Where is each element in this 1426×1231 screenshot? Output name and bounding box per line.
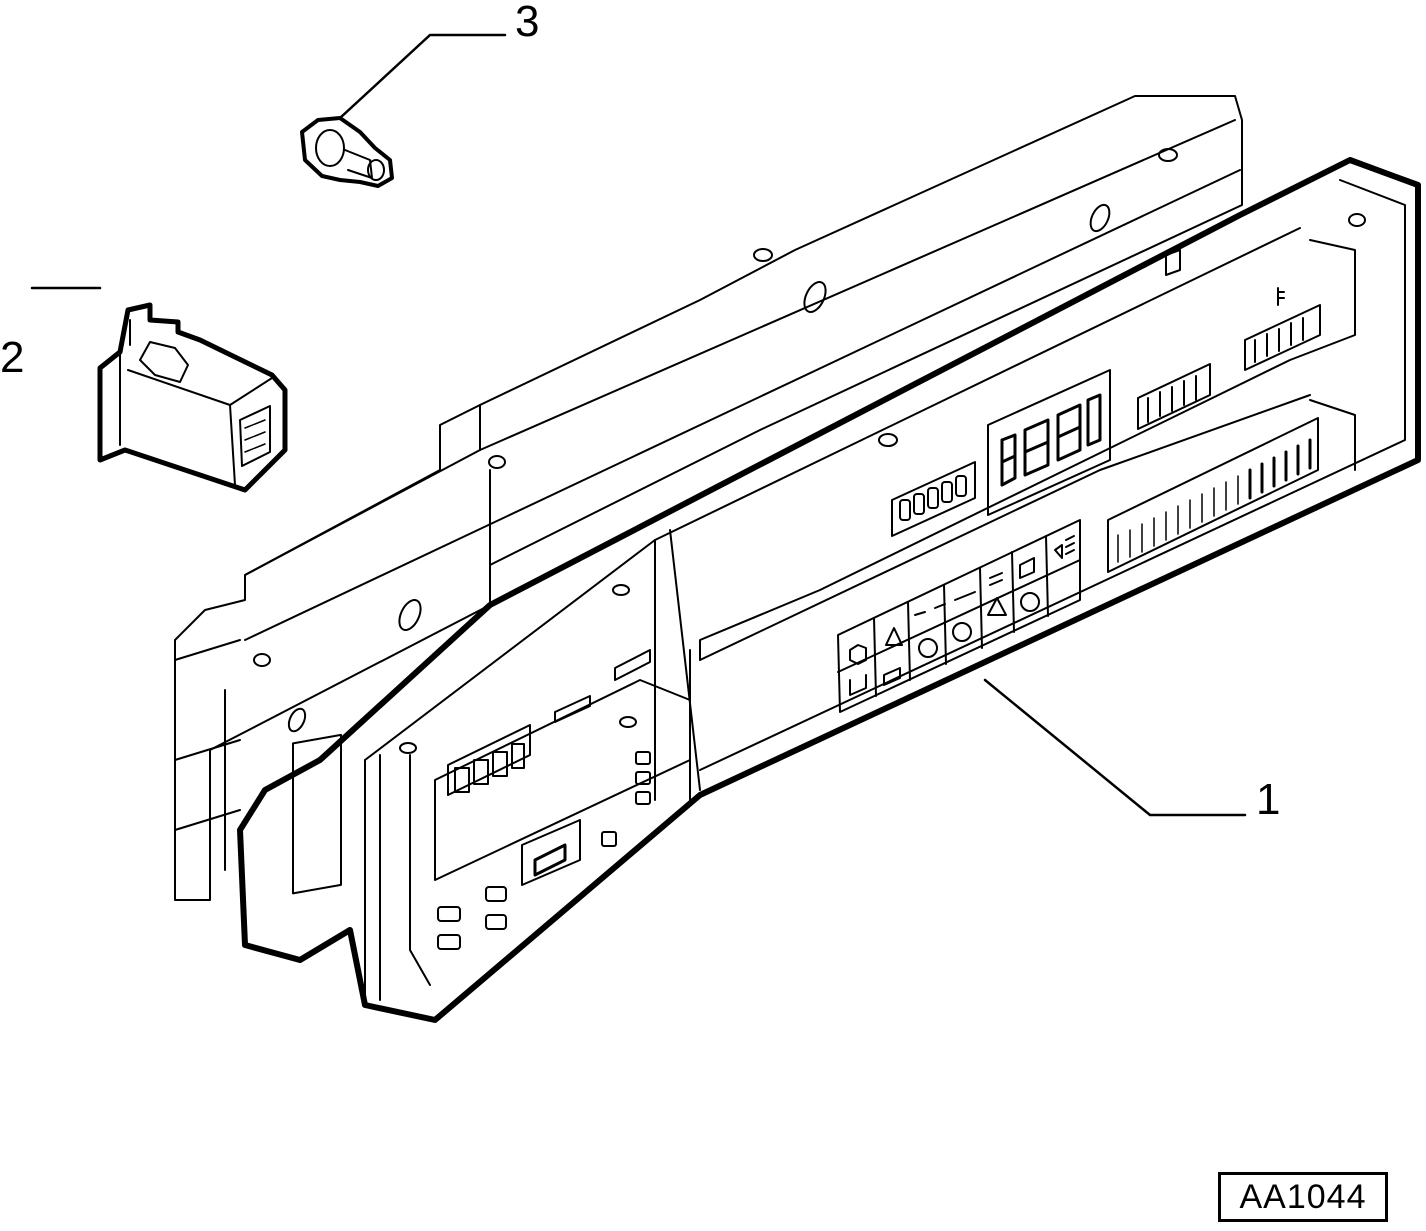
reference-code: AA1044 [1239,1177,1367,1216]
speedometer-bar [1108,418,1318,572]
odometer-display [892,462,975,536]
main-digital-display [988,370,1110,515]
cluster-front-panel [240,160,1418,1020]
callout-number-2: 2 [0,333,25,382]
bulb-holder [302,118,392,186]
connector-module [100,305,285,490]
callout-number-3: 3 [515,0,540,46]
leader-line-3 [340,35,505,118]
reference-code-box: AA1044 [1218,1172,1388,1222]
leader-line-1 [985,680,1245,815]
fuel-gauge [1138,250,1210,429]
warning-lights-panel [838,520,1080,712]
trip-counter-display [448,725,530,795]
callout-number-1: 1 [1256,775,1281,824]
cluster-rear-housing [175,96,1242,900]
temperature-gauge [1245,288,1320,370]
leader-lines [32,35,1245,815]
